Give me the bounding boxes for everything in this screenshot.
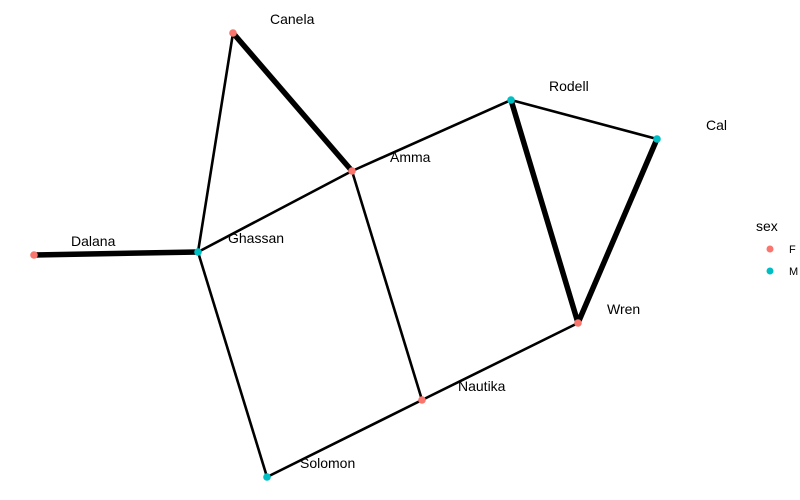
node-wren	[574, 319, 582, 327]
legend-label-m: M	[789, 266, 798, 278]
edge-canela-amma	[230, 31, 355, 173]
legend-title: sex	[756, 218, 778, 234]
node-amma	[348, 167, 356, 175]
node-dalana	[30, 251, 38, 259]
edge-amma-nautika	[350, 170, 424, 401]
node-label-ghassan: Ghassan	[228, 230, 284, 246]
edge-nautika-solomon	[266, 398, 423, 479]
edge-cal-wren	[575, 137, 660, 325]
node-rodell	[507, 96, 515, 104]
legend-swatch-m	[766, 267, 774, 275]
edge-rodell-wren	[508, 99, 581, 324]
node-label-canela: Canela	[270, 11, 315, 27]
node-label-rodell: Rodell	[549, 78, 589, 94]
node-canela	[229, 29, 237, 37]
node-label-nautika: Nautika	[458, 378, 506, 394]
node-label-cal: Cal	[706, 117, 727, 133]
node-solomon	[263, 473, 271, 481]
node-label-dalana: Dalana	[71, 233, 116, 249]
node-cal	[653, 135, 661, 143]
edge-amma-rodell	[351, 98, 512, 173]
legend: sex F M	[756, 218, 798, 278]
edges-layer	[33, 31, 660, 479]
edge-dalana-ghassan	[33, 249, 199, 258]
node-label-solomon: Solomon	[300, 455, 355, 471]
edge-canela-ghassan	[196, 32, 235, 253]
node-label-wren: Wren	[607, 301, 640, 317]
node-nautika	[418, 396, 426, 404]
legend-swatch-f	[766, 245, 774, 253]
edge-ghassan-amma	[197, 169, 353, 254]
node-label-amma: Amma	[390, 149, 431, 165]
nodes-layer	[30, 29, 661, 481]
edge-ghassan-solomon	[196, 251, 269, 478]
legend-label-f: F	[789, 244, 796, 256]
node-ghassan	[194, 248, 202, 256]
edge-wren-nautika	[421, 321, 579, 402]
edge-rodell-cal	[510, 98, 658, 141]
